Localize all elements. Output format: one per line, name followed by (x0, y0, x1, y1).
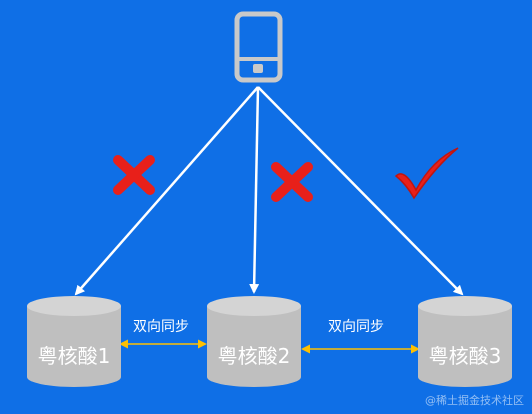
database-cylinder-1 (27, 296, 121, 387)
smartphone-icon (234, 11, 283, 83)
red-cross-icon (113, 155, 155, 195)
red-cross-icon (271, 162, 313, 202)
database-cylinder-2 (207, 296, 301, 387)
watermark-text: @稀土掘金技术社区 (425, 394, 524, 407)
database-cylinder-3 (418, 296, 512, 387)
request-arrow-db1 (74, 86, 259, 296)
database-label-3: 粤核酸3 (428, 344, 502, 368)
request-arrow-db2 (249, 86, 260, 294)
request-arrow-db3 (257, 86, 464, 296)
sync-label-db1-db2: 双向同步 (133, 319, 189, 335)
sync-label-db2-db3: 双向同步 (328, 319, 384, 335)
red-checkmark-icon (394, 147, 459, 200)
database-label-1: 粤核酸1 (37, 344, 111, 368)
database-label-2: 粤核酸2 (217, 344, 291, 368)
